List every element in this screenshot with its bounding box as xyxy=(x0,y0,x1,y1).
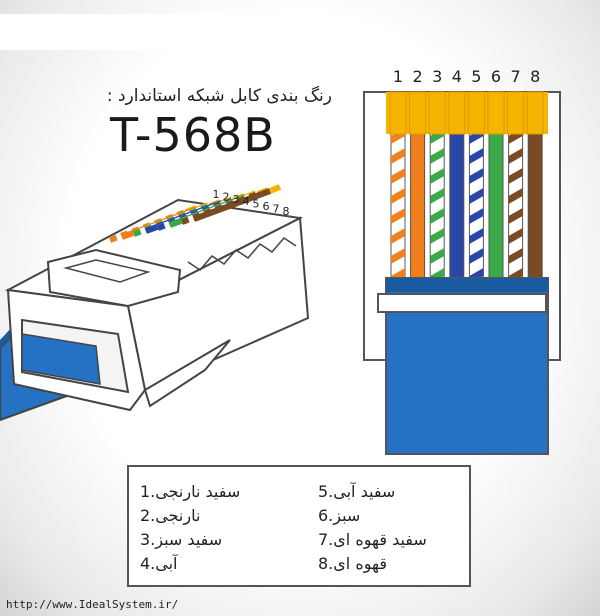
pin-number-3d-5: 5 xyxy=(253,198,260,211)
contact-pin-3 xyxy=(428,91,446,135)
legend-number: 7. xyxy=(318,530,334,549)
contact-pin-6 xyxy=(487,91,505,135)
legend-number: 5. xyxy=(318,482,334,501)
pin-number-4: 4 xyxy=(452,67,462,86)
legend-number: 2. xyxy=(140,506,156,525)
contact-pin-5 xyxy=(467,91,485,135)
pin-number-3: 3 xyxy=(432,67,442,86)
pin-number-3d-6: 6 xyxy=(263,200,270,213)
legend-color-name: سفید نارنجی xyxy=(155,482,246,501)
legend-color-name: سفید آبی xyxy=(333,482,401,501)
legend-color-name: سفید قهوه ای xyxy=(333,530,432,549)
legend-color-name: سفید سبز xyxy=(155,530,228,549)
pin-number-7: 7 xyxy=(511,67,521,86)
diagram-subtitle: رنگ بندی کابل شبکه استاندارد : xyxy=(106,86,332,106)
diagram-title: T-568B xyxy=(110,108,276,162)
website-url: http://www.IdealSystem.ir/ xyxy=(6,598,179,611)
legend-number: 8. xyxy=(318,554,334,573)
legend-color-name: سبز xyxy=(333,506,366,525)
legend-item-8: 8. قهوه ای xyxy=(318,554,392,573)
wire-2 xyxy=(410,133,426,281)
wire-4 xyxy=(449,133,465,281)
contact-pin-4 xyxy=(448,91,466,135)
legend-box xyxy=(127,465,471,587)
contact-pin-2 xyxy=(409,91,427,135)
contact-pin-8 xyxy=(526,91,544,135)
wire-5 xyxy=(468,133,484,281)
wire-3d-8 xyxy=(192,184,282,222)
legend-item-1: 1. سفید نارنجی xyxy=(140,482,245,501)
pin-number-3d-1: 1 xyxy=(213,188,220,201)
pin-number-8: 8 xyxy=(530,67,540,86)
top-white-bar xyxy=(0,14,240,50)
pin-number-3d-3: 3 xyxy=(233,193,240,206)
legend-color-name: آبی xyxy=(155,554,183,573)
legend-number: 1. xyxy=(140,482,156,501)
legend-color-name: نارنجی xyxy=(155,506,206,525)
legend-item-3: 3. سفید سبز xyxy=(140,530,227,549)
wire-8 xyxy=(527,133,543,281)
wire-6 xyxy=(488,133,504,281)
cable-inside xyxy=(21,333,101,385)
contact-pin-1 xyxy=(389,91,407,135)
legend-item-5: 5. سفید آبی xyxy=(318,482,400,501)
pin-number-5: 5 xyxy=(471,67,481,86)
contact-pin-7 xyxy=(507,91,525,135)
pin-number-3d-4: 4 xyxy=(243,195,250,208)
pin-number-3d-7: 7 xyxy=(273,202,280,215)
legend-number: 3. xyxy=(140,530,156,549)
pin-number-3d-8: 8 xyxy=(283,205,290,218)
pin-number-2: 2 xyxy=(413,67,423,86)
legend-color-name: قهوه ای xyxy=(333,554,393,573)
wire-7 xyxy=(508,133,524,281)
latch-tab xyxy=(143,339,231,408)
cable-flat-shadow xyxy=(386,278,548,292)
latch-slot xyxy=(63,259,151,283)
contact-ridges xyxy=(187,237,297,271)
legend-item-2: 2. نارنجی xyxy=(140,506,206,525)
pin-number-3d-2: 2 xyxy=(223,190,230,203)
pin-number-1: 1 xyxy=(393,67,403,86)
crimp-bar xyxy=(377,293,547,313)
connector-flat xyxy=(363,91,561,455)
connector-3d xyxy=(0,184,310,422)
legend-item-4: 4. آبی xyxy=(140,554,183,573)
legend-item-7: 7. سفید قهوه ای xyxy=(318,530,432,549)
pin-number-6: 6 xyxy=(491,67,501,86)
legend-item-6: 6. سبز xyxy=(318,506,365,525)
legend-number: 6. xyxy=(318,506,334,525)
legend-number: 4. xyxy=(140,554,156,573)
